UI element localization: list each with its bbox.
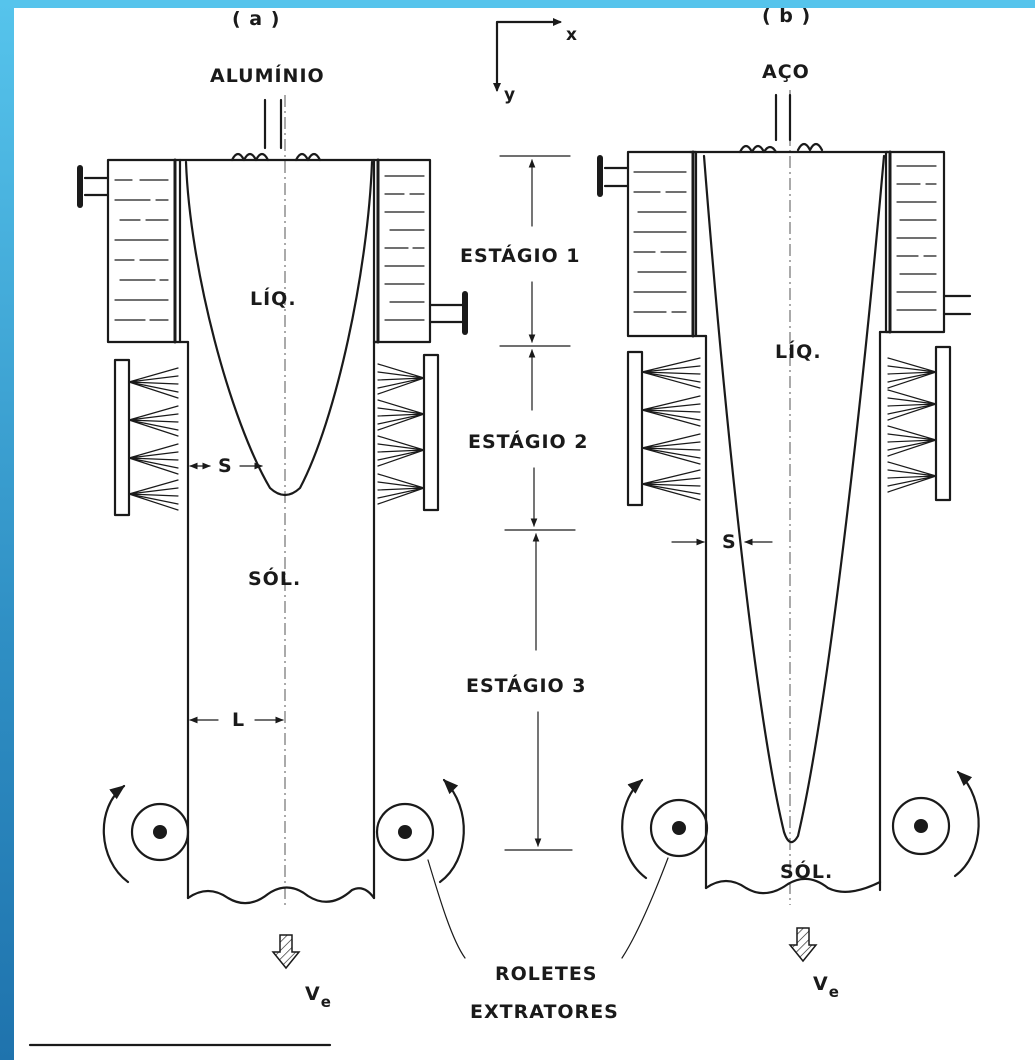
panel-b-left-roller [621, 778, 709, 880]
rollers-leader-left [427, 859, 466, 959]
panel-a-left-water-jacket [77, 158, 182, 344]
rollers-label-line-1: ROLETES [495, 963, 598, 985]
panel-b-right-spray-bank [887, 345, 952, 502]
panel-a-material: ALUMÍNIO [210, 64, 325, 87]
panel-a-nozzle [263, 98, 283, 150]
panel-a-withdrawal-arrow [271, 934, 301, 970]
coordinate-axes: x y [493, 18, 578, 105]
panel-a-solid-label: SÓL. [248, 566, 301, 590]
panel-a-right-water-jacket [372, 158, 468, 344]
panel-a-right-spray-bank [377, 353, 440, 512]
panel-b-strand-walls [704, 330, 882, 892]
panel-b-left-water-jacket [597, 150, 698, 338]
panel-a-strand-walls [186, 340, 376, 900]
stage-dimension-line [499, 155, 576, 851]
panel-a-break-line [186, 886, 376, 905]
panel-a-tag: ( a ) [232, 8, 280, 30]
panel-a-right-roller [375, 778, 465, 884]
stage-1-label: ESTÁGIO 1 [460, 244, 581, 267]
y-axis-label: y [504, 85, 516, 105]
panel-b-withdrawal-arrow [788, 927, 818, 963]
panel-b-right-water-jacket [884, 150, 972, 334]
panel-b-tag: ( b ) [762, 5, 811, 27]
panel-b-solid-label: SÓL. [780, 859, 833, 883]
x-axis-label: x [566, 25, 578, 45]
panel-b-left-spray-bank [626, 350, 701, 507]
panel-a-left-spray-bank [113, 358, 179, 517]
stage-3-label: ESTÁGIO 3 [466, 674, 587, 697]
panel-b: ( b ) AÇO [597, 5, 980, 1001]
panel-a-shell-thickness-label: S [218, 455, 233, 477]
panel-b-right-roller [891, 770, 980, 878]
panel-b-break-line [704, 877, 882, 895]
rollers-leader-right [621, 857, 669, 959]
panel-a: ( a ) ALUMÍNIO [77, 8, 468, 1011]
panel-a-velocity-label: Ve [305, 983, 332, 1011]
panel-b-velocity-label: Ve [813, 973, 840, 1001]
panel-a-half-width-label: L [232, 709, 245, 731]
diagram-page [14, 8, 1035, 1060]
panel-a-liquid-label: LÍQ. [250, 287, 297, 310]
rollers-label-line-2: EXTRATORES [470, 1001, 619, 1023]
panel-b-solidification-front [702, 154, 886, 844]
panel-b-material: AÇO [762, 61, 810, 83]
panel-a-left-roller [102, 784, 190, 884]
panel-b-shell-thickness-label: S [722, 531, 737, 553]
panel-b-nozzle [774, 93, 792, 142]
panel-b-meniscus-waves [738, 142, 824, 154]
panel-a-solidification-front [184, 160, 374, 497]
panel-b-liquid-label: LÍQ. [775, 340, 822, 363]
stage-2-label: ESTÁGIO 2 [468, 430, 589, 453]
